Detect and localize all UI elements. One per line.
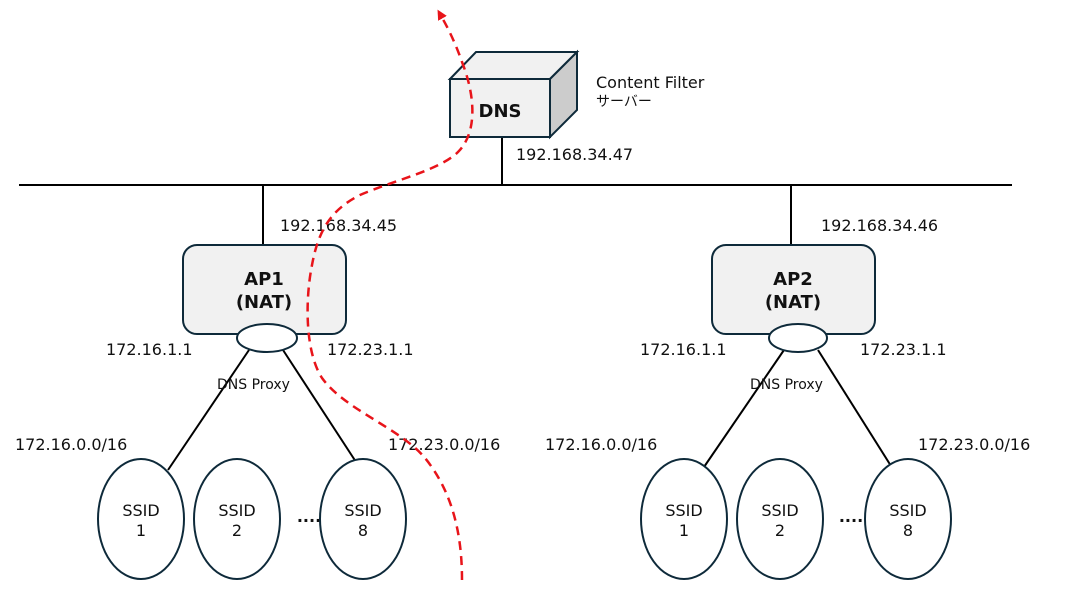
- dns-box-front: [449, 78, 551, 138]
- dns-label: DNS: [479, 101, 522, 122]
- ap1-mode: (NAT): [236, 292, 292, 313]
- ap1-ssid-1[interactable]: SSID 1: [97, 458, 185, 580]
- dns-caption-line2: サーバー: [596, 94, 652, 110]
- ap1-name: AP1: [244, 269, 284, 290]
- ssid-node: [193, 458, 281, 580]
- ssid-label: SSID: [344, 501, 381, 520]
- ap2-ssid-8[interactable]: SSID 8: [864, 458, 952, 580]
- ap1-uplink-ip: 192.168.34.45: [280, 216, 397, 235]
- ap1-ssid-2[interactable]: SSID 2: [193, 458, 281, 580]
- ap1-branch-right: [282, 349, 359, 466]
- dns-ip: 192.168.34.47: [516, 145, 633, 164]
- ssid-label: SSID: [122, 501, 159, 520]
- ap1-ssid-ellipsis: ....: [297, 507, 321, 526]
- ssid-number: 8: [358, 521, 368, 540]
- ssid-node: [319, 458, 407, 580]
- ssid-number: 1: [136, 521, 146, 540]
- ssid-node: [736, 458, 824, 580]
- ssid-number: 8: [903, 521, 913, 540]
- ssid-node: [97, 458, 185, 580]
- ap2-right-subnet: 172.23.0.0/16: [918, 435, 1030, 454]
- ap2-ssid-2[interactable]: SSID 2: [736, 458, 824, 580]
- ssid-label: SSID: [665, 501, 702, 520]
- ssid-label: SSID: [761, 501, 798, 520]
- ap2-left-subnet: 172.16.0.0/16: [545, 435, 657, 454]
- ap1-ssid-8[interactable]: SSID 8: [319, 458, 407, 580]
- ap1-dns-proxy-node[interactable]: [236, 323, 298, 353]
- ssid-label: SSID: [889, 501, 926, 520]
- dns-caption-line1: Content Filter: [596, 73, 705, 92]
- ap2-branch-right: [817, 349, 892, 467]
- ap1-right-gw: 172.23.1.1: [327, 340, 414, 359]
- ap1-right-subnet: 172.23.0.0/16: [388, 435, 500, 454]
- ap2-name: AP2: [773, 269, 813, 290]
- ap1-dns-proxy-label: DNS Proxy: [217, 377, 290, 393]
- ssid-number: 1: [679, 521, 689, 540]
- ap2-dns-proxy-node[interactable]: [768, 323, 828, 353]
- ssid-label: SSID: [218, 501, 255, 520]
- ssid-node: [640, 458, 728, 580]
- ap1-group: 192.168.34.45 AP1 (NAT) 172.16.1.1 172.2…: [15, 185, 500, 580]
- ssid-number: 2: [775, 521, 785, 540]
- ap2-dns-proxy-label: DNS Proxy: [750, 377, 823, 393]
- dns-query-path: [306, 9, 474, 581]
- ssid-number: 2: [232, 521, 242, 540]
- ap1-branch-left: [167, 349, 250, 471]
- ap2-branch-left: [703, 349, 785, 468]
- dns-server[interactable]: DNS: [447, 49, 580, 140]
- ap2-left-gw: 172.16.1.1: [640, 340, 727, 359]
- ap2-right-gw: 172.23.1.1: [860, 340, 947, 359]
- ap2-uplink-ip: 192.168.34.46: [821, 216, 938, 235]
- ap2-mode: (NAT): [765, 292, 821, 313]
- ssid-node: [864, 458, 952, 580]
- ap2-ssid-ellipsis: ....: [839, 507, 863, 526]
- ap2-ssid-1[interactable]: SSID 1: [640, 458, 728, 580]
- ap1-left-subnet: 172.16.0.0/16: [15, 435, 127, 454]
- ap2-group: 192.168.34.46 AP2 (NAT) 172.16.1.1 172.2…: [545, 185, 1030, 580]
- ap1-left-gw: 172.16.1.1: [106, 340, 193, 359]
